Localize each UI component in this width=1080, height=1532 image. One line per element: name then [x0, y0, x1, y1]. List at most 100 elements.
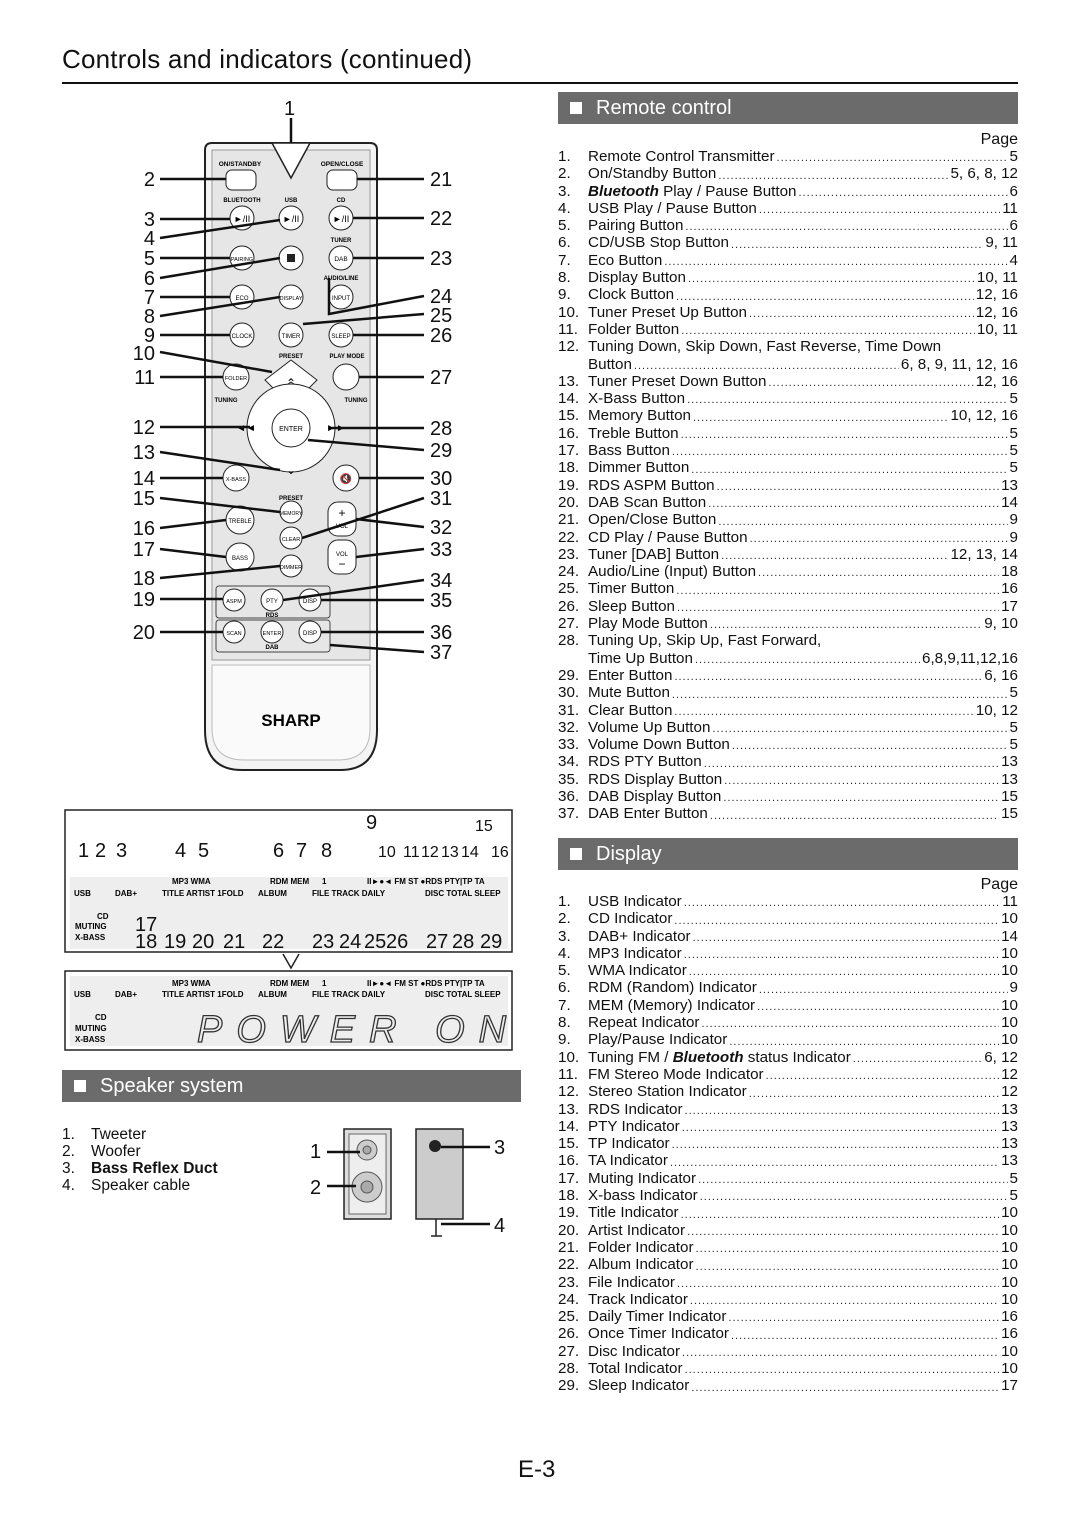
- list-item: 9.Clock Button12, 16: [558, 286, 1018, 303]
- item-page: 10: [1001, 1256, 1018, 1274]
- svg-text:11: 11: [403, 844, 420, 861]
- item-label: Folder Indicator: [588, 1238, 694, 1256]
- item-number: 10.: [558, 303, 580, 321]
- list-item: 1.Remote Control Transmitter5: [558, 148, 1018, 165]
- list-item: 2.CD Indicator10: [558, 910, 1018, 927]
- item-number: 3.: [558, 182, 571, 200]
- item-label: RDS PTY Button: [588, 753, 702, 771]
- item-label: Tuning Up, Skip Up, Fast Forward,: [588, 632, 822, 650]
- item-number: 28.: [558, 1360, 580, 1378]
- svg-text:34: 34: [430, 570, 452, 592]
- item-label: Disc Indicator: [588, 1342, 681, 1360]
- list-item: 17.Bass Button5: [558, 442, 1018, 459]
- svg-text:PRESET: PRESET: [279, 496, 303, 502]
- item-number: 13.: [558, 372, 580, 390]
- item-page: 12: [1001, 1083, 1018, 1101]
- item-label: Mute Button: [588, 684, 670, 702]
- svg-text:CD: CD: [95, 1013, 107, 1022]
- svg-text:X-BASS: X-BASS: [226, 477, 247, 483]
- item-label: Tuning Down, Skip Down, Fast Reverse, Ti…: [588, 338, 942, 356]
- svg-text:X-BASS: X-BASS: [75, 1035, 106, 1044]
- list-item: 22.Album Indicator10: [558, 1256, 1018, 1273]
- svg-text:32: 32: [430, 517, 452, 539]
- svg-text:28: 28: [430, 418, 452, 440]
- svg-text:DAB+: DAB+: [115, 889, 137, 898]
- svg-text:1: 1: [310, 1141, 321, 1163]
- item-label: Volume Up Button: [588, 718, 711, 736]
- svg-text:18: 18: [135, 931, 157, 953]
- item-label: USB Indicator: [588, 893, 682, 910]
- item-page: 5: [1009, 442, 1018, 460]
- on-standby-button: [225, 169, 257, 191]
- remote-section-heading: Remote control: [558, 92, 1018, 124]
- svg-text:►/II: ►/II: [333, 214, 349, 224]
- list-item: 23.File Indicator10: [558, 1274, 1018, 1291]
- item-page: 10: [1001, 1204, 1018, 1222]
- list-item: 9.Play/Pause Indicator10: [558, 1031, 1018, 1048]
- item-page: 5: [1009, 1187, 1018, 1205]
- list-item: 14.PTY Indicator13: [558, 1118, 1018, 1135]
- item-page: 6: [1009, 217, 1018, 235]
- list-item: 36.DAB Display Button15: [558, 788, 1018, 805]
- svg-text:10: 10: [378, 844, 396, 861]
- item-number: 37.: [558, 805, 580, 823]
- svg-text:II►●◄ FM ST ●RDS PTY|TP TA: II►●◄ FM ST ●RDS PTY|TP TA: [367, 877, 485, 886]
- item-page: 15: [1001, 805, 1018, 823]
- item-page: 10: [1001, 962, 1018, 980]
- svg-text:MP3 WMA: MP3 WMA: [172, 979, 211, 988]
- svg-text:2: 2: [310, 1177, 321, 1199]
- display-section-heading: Display: [558, 838, 1018, 870]
- svg-text:PLAY MODE: PLAY MODE: [329, 354, 364, 360]
- display-page-label: Page: [980, 876, 1018, 893]
- item-label: Enter Button: [588, 666, 673, 684]
- item-page: 11: [1002, 199, 1018, 217]
- item-label: Clock Button: [588, 286, 675, 304]
- list-item: 2.Woofer: [62, 1143, 141, 1160]
- list-item: 8.Display Button10, 11: [558, 269, 1018, 286]
- item-number: 31.: [558, 701, 580, 719]
- item-label: Repeat Indicator: [588, 1014, 700, 1032]
- svg-text:DISC TOTAL SLEEP: DISC TOTAL SLEEP: [425, 990, 501, 999]
- item-page: 5: [1009, 459, 1018, 477]
- item-page: 13: [1001, 1117, 1018, 1135]
- item-number: 1.: [558, 148, 571, 165]
- item-page: 6,8,9,11,12,16: [922, 649, 1018, 667]
- item-page: 13: [1001, 770, 1018, 788]
- remote-heading-text: Remote control: [596, 97, 732, 119]
- list-item: 1.Tweeter: [62, 1126, 147, 1143]
- item-page: 12, 16: [975, 286, 1018, 304]
- svg-text:PAIRING: PAIRING: [231, 257, 253, 263]
- list-item: 34.RDS PTY Button13: [558, 753, 1018, 770]
- svg-text:27: 27: [426, 931, 448, 953]
- svg-text:26: 26: [430, 325, 452, 347]
- list-item: 10.Tuning FM / Bluetooth status Indicato…: [558, 1049, 1018, 1066]
- svg-text:12: 12: [421, 844, 439, 861]
- item-number: 19.: [558, 476, 580, 494]
- item-page: 12, 13, 14: [950, 545, 1018, 563]
- item-label: FM Stereo Mode Indicator: [588, 1065, 764, 1083]
- item-label: PTY Indicator: [588, 1117, 680, 1135]
- item-number: 11.: [558, 320, 578, 338]
- item-number: 23.: [558, 545, 580, 563]
- display-illustration: 1 2 3 4 5 6 7 8 9 10 11 12 13 14 15 16 U…: [64, 809, 513, 1052]
- speaker-section-heading: Speaker system: [62, 1070, 521, 1102]
- item-number: 20.: [558, 493, 580, 511]
- item-label: USB Play / Pause Button: [588, 199, 757, 217]
- item-page: 9: [1009, 528, 1018, 546]
- item-number: 9.: [558, 1031, 571, 1049]
- item-page: 10: [1001, 1290, 1018, 1308]
- item-page: 6, 8, 9, 11, 12, 16: [900, 355, 1018, 373]
- list-item: 20.Artist Indicator10: [558, 1222, 1018, 1239]
- svg-text:ASPM: ASPM: [226, 599, 242, 605]
- item-number: 27.: [558, 615, 580, 633]
- svg-text:FOLDER: FOLDER: [225, 376, 247, 382]
- list-item: 22.CD Play / Pause Button9: [558, 529, 1018, 546]
- item-page: 5: [1009, 390, 1018, 408]
- list-item: 3.Bass Reflex Duct: [62, 1160, 218, 1177]
- item-label: DAB+ Indicator: [588, 927, 691, 945]
- item-page: 6: [1009, 182, 1018, 200]
- list-item: 33.Volume Down Button5: [558, 736, 1018, 753]
- item-number: 5.: [558, 962, 571, 980]
- list-item: 4.MP3 Indicator10: [558, 945, 1018, 962]
- item-number: 16.: [558, 424, 580, 442]
